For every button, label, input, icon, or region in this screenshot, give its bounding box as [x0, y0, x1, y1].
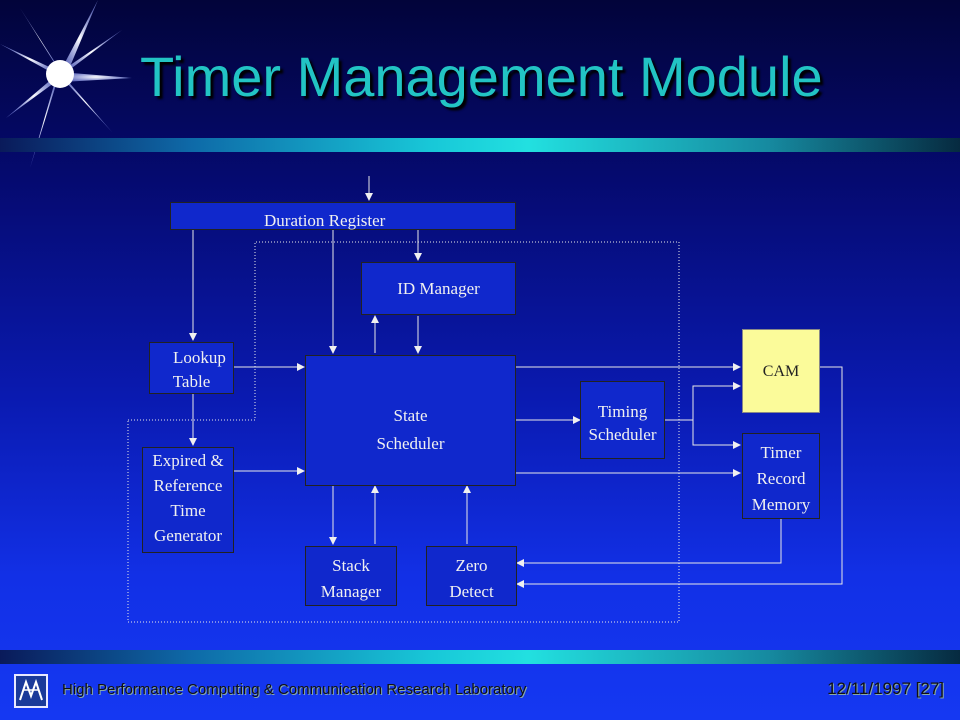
page-title: Timer Management Module [140, 45, 823, 108]
stack-manager-block: Stack Manager [305, 546, 397, 606]
diagram-connections [127, 176, 843, 623]
duration-register-block [170, 202, 516, 230]
timer-record-memory-label-line2: Record [756, 469, 806, 488]
expired-generator-label-line2: Reference [153, 476, 223, 495]
expired-generator-block: Expired & Reference Time Generator [142, 447, 234, 553]
stack-manager-label-line2: Manager [320, 582, 382, 601]
stack-manager-label-line1: Stack [332, 556, 370, 575]
lab-logo-icon [14, 674, 48, 708]
top-divider-bar [0, 138, 960, 152]
expired-generator-label-line3: Time [170, 501, 206, 520]
timer-record-memory-block: Timer Record Memory [742, 433, 820, 519]
id-manager-block: ID Manager [361, 262, 516, 315]
cam-block: CAM [742, 329, 820, 413]
expired-generator-label-line1: Expired & [152, 451, 224, 470]
lookup-table-label-line2: Table [172, 372, 211, 391]
bottom-divider-bar [0, 650, 960, 664]
zero-detect-label-line2: Detect [449, 582, 494, 601]
timing-scheduler-label-line1: Timing [597, 402, 648, 421]
timing-scheduler-block: Timing Scheduler [580, 381, 665, 459]
zero-detect-block: Zero Detect [426, 546, 517, 606]
star-decoration-icon [0, 0, 132, 168]
state-scheduler-label-line2: Scheduler [376, 434, 445, 453]
footer-lab-name: High Performance Computing & Communicati… [62, 681, 527, 698]
duration-register-label: Duration Register [264, 211, 386, 230]
timer-record-memory-label-line3: Memory [751, 495, 811, 514]
module-boundary [127, 241, 680, 623]
id-manager-label: ID Manager [397, 279, 480, 298]
footer-page-number: [27] [915, 679, 944, 698]
timer-record-memory-label-line1: Timer [760, 443, 802, 462]
lookup-table-label-line1: Lookup [173, 348, 226, 367]
footer-date: 12/11/1997 [827, 679, 911, 698]
state-scheduler-block: State Scheduler [305, 355, 516, 486]
cam-label: CAM [762, 363, 800, 380]
footer-date-page: 12/11/1997 [27] [827, 679, 944, 699]
expired-generator-label-line4: Generator [154, 526, 222, 545]
lookup-table-block: Lookup Table [149, 342, 234, 394]
timing-scheduler-label-line2: Scheduler [588, 425, 657, 444]
zero-detect-label-line1: Zero [455, 556, 488, 575]
state-scheduler-label-line1: State [393, 406, 428, 425]
